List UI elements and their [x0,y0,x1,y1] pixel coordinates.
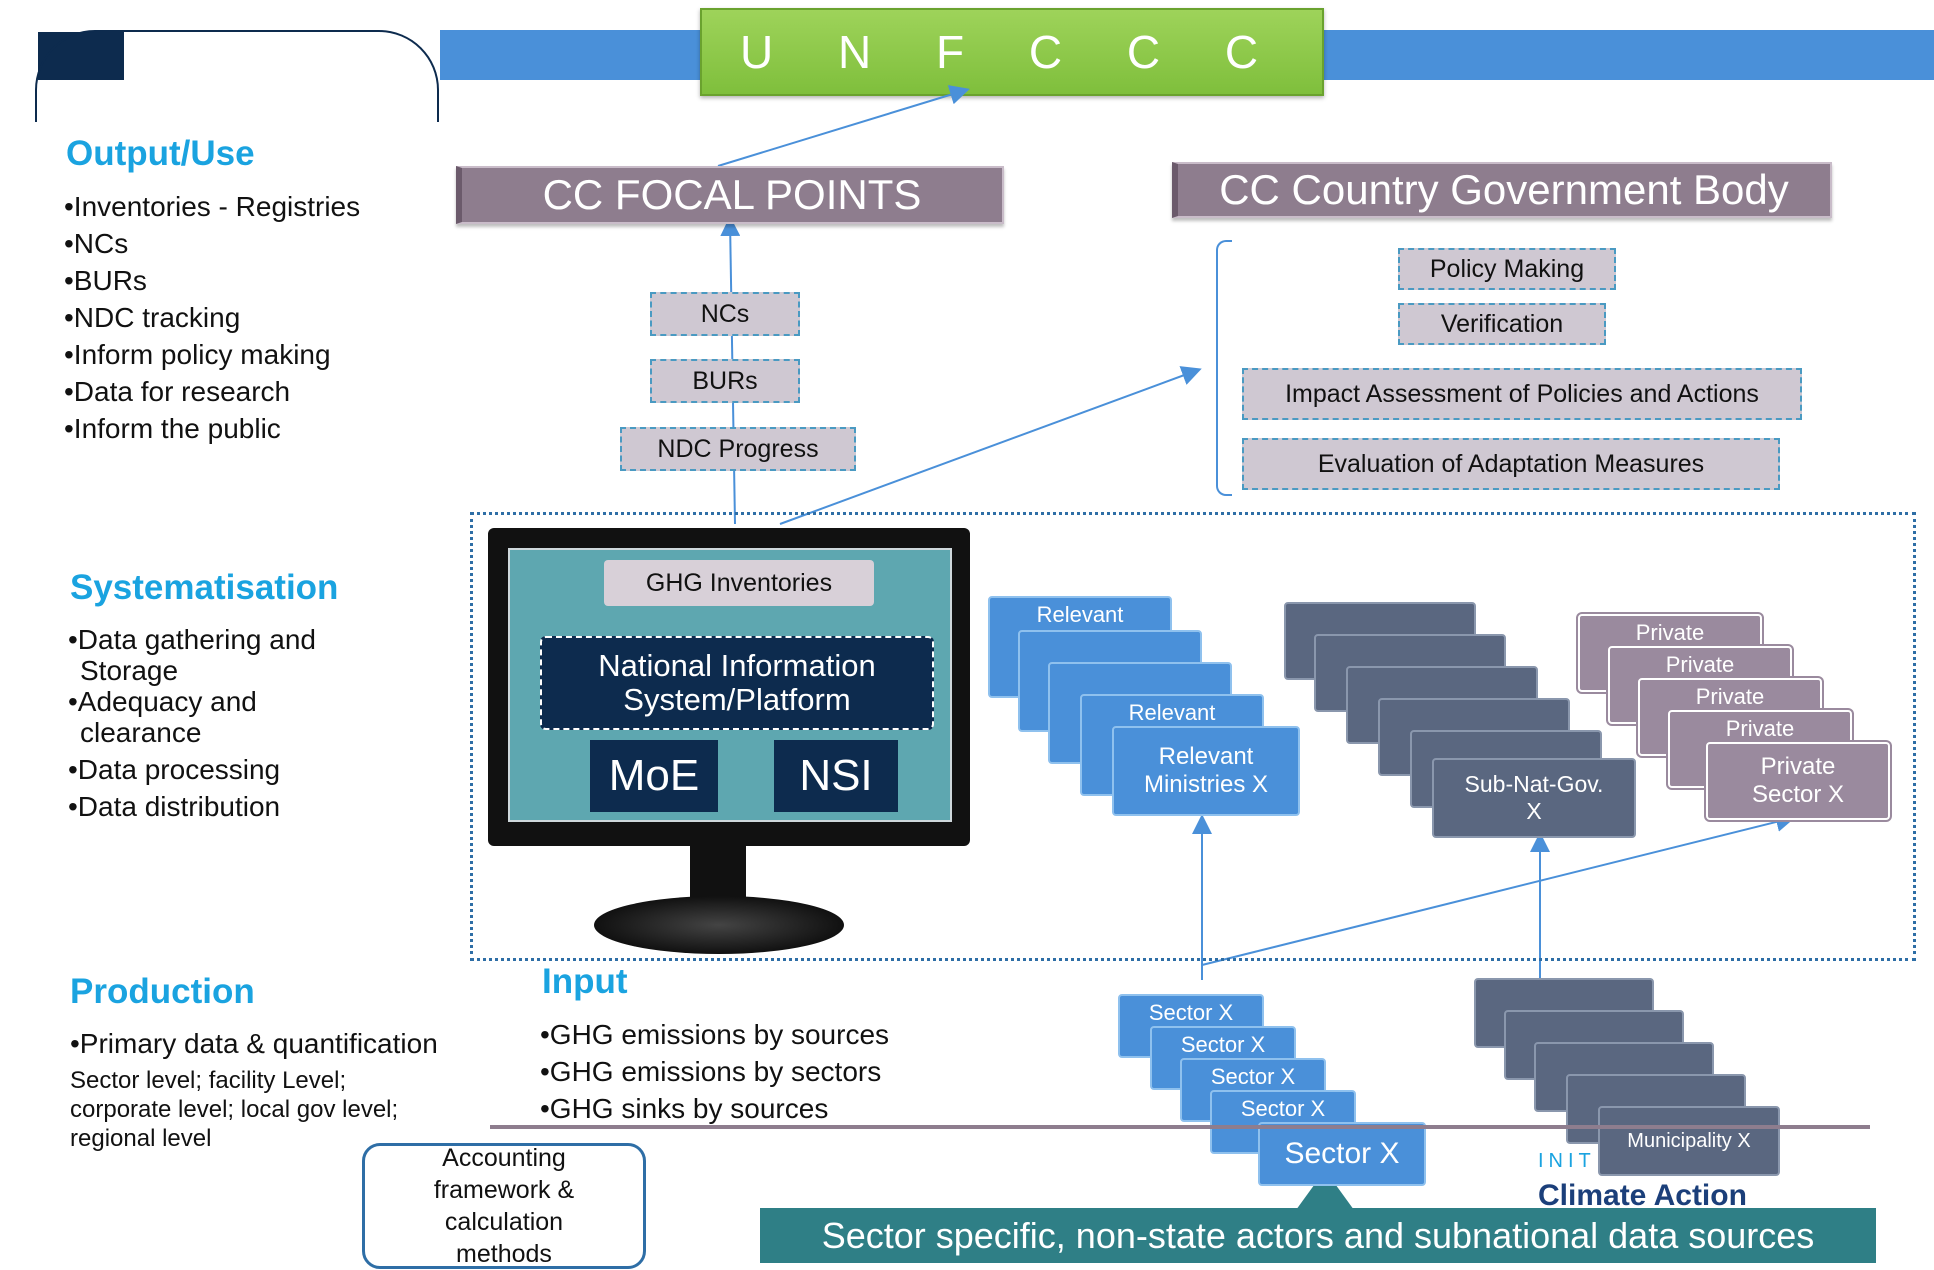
card-peek-label: Private [1695,684,1765,709]
moe-box: MoE [590,740,718,812]
function-verification: Verification [1398,303,1606,345]
list-item: •NCs [64,228,129,259]
report-ndc-progress: NDC Progress [620,427,856,471]
card-peek-label: Sector X [1210,1064,1296,1089]
list-item: corporate level; local gov level; [70,1096,399,1123]
national-information-system-box: National Information System/Platform [540,636,934,730]
list-item: regional level [70,1125,212,1152]
card-label: Sub-Nat-Gov. [1464,771,1604,797]
input-list: •GHG emissions by sources •GHG emissions… [540,1016,889,1127]
production-heading: Production [70,972,255,1011]
list-item: •Data gathering and [68,624,316,655]
list-item: •GHG sinks by sources [540,1093,829,1124]
report-ncs: NCs [650,292,800,336]
acc-line: framework & [433,1176,575,1204]
subnat-card-front: Sub-Nat-Gov. X [1432,758,1636,838]
list-item: clearance [80,717,202,748]
systematisation-list: •Data gathering and Storage •Adequacy an… [68,624,316,822]
list-item: •BURs [64,265,147,296]
private-card-front: Private Sector X [1706,742,1890,820]
systematisation-heading: Systematisation [70,568,339,607]
card-peek-label: Private [1725,716,1795,741]
nis-line: National Information [598,648,876,683]
card-peek-label: Sector X [1180,1032,1266,1057]
divider-line [490,1125,1870,1129]
unfccc-box: U N F C C C [700,8,1324,96]
card-peek-label: Relevant [1128,700,1216,725]
card-peek-label: Sector X [1240,1096,1326,1121]
monitor-stand-base [594,896,844,954]
list-item: Sector level; facility Level; [70,1067,347,1094]
list-item: •GHG emissions by sectors [540,1056,882,1087]
output-list: •Inventories - Registries •NCs •BURs •ND… [64,188,360,447]
focal-points-bar: CC FOCAL POINTS [456,166,1004,224]
list-item: •Data for research [64,376,291,407]
production-levels: Sector level; facility Level; corporate … [70,1066,398,1153]
acc-line: Accounting [442,1144,566,1172]
sector-card-front: Sector X [1258,1122,1426,1186]
production-primary: •Primary data & quantification [70,1028,438,1059]
list-item: •Inform the public [64,413,281,444]
logo-top: INIT [1538,1150,1596,1172]
card-label: X [1526,798,1542,824]
function-policy-making: Policy Making [1398,248,1616,290]
list-item: •NDC tracking [64,302,241,333]
climate-action-logo: INIT Climate Action [1538,1150,1778,1212]
report-burs: BURs [650,359,800,403]
card-peek-label: Sector X [1148,1000,1234,1025]
function-adaptation-evaluation: Evaluation of Adaptation Measures [1242,438,1780,490]
acc-line: methods [456,1240,552,1268]
input-heading: Input [542,962,628,1001]
data-sources-bar: Sector specific, non-state actors and su… [760,1208,1876,1263]
list-item: •Inventories - Registries [64,191,361,222]
card-label: Sector X [1751,781,1845,808]
list-item: Storage [80,655,179,686]
nsi-box: NSI [774,740,898,812]
systematisation-frame [470,512,1916,961]
card-peek-label: Private [1665,652,1735,677]
logo-bottom: Climate Action [1538,1179,1747,1212]
nis-line: System/Platform [623,682,851,717]
card-label: Ministries X [1143,771,1269,798]
card-peek-label: Private [1635,620,1705,645]
ministry-card-front: Relevant Ministries X [1112,726,1300,816]
list-item: •Adequacy and [68,686,257,717]
function-brace [1216,240,1232,496]
card-label: Relevant [1158,743,1254,770]
output-heading: Output/Use [66,134,255,173]
list-item: •Data distribution [68,791,281,822]
acc-line: calculation [444,1208,564,1236]
list-item: •GHG emissions by sources [540,1019,890,1050]
ghg-inventories-box: GHG Inventories [604,560,874,606]
function-impact-assessment: Impact Assessment of Policies and Action… [1242,368,1802,420]
government-body-bar: CC Country Government Body [1172,162,1832,218]
card-label: Private [1760,753,1836,780]
list-item: •Data processing [68,754,281,785]
municipality-card-front: Municipality X [1598,1106,1780,1176]
accounting-framework-box: Accounting framework & calculation metho… [362,1143,646,1269]
card-peek-label: Relevant [1036,602,1124,627]
list-item: •Inform policy making [64,339,331,370]
